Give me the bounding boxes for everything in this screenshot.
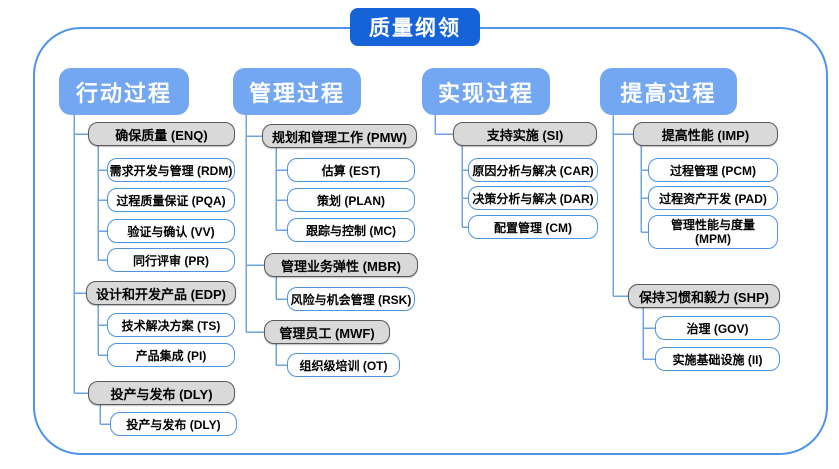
- leaf-box-pi: 产品集成 (PI): [107, 343, 235, 367]
- group-box-si: 支持实施 (SI): [453, 122, 597, 146]
- leaf-box-mc: 跟踪与控制 (MC): [287, 218, 415, 242]
- leaf-box-plan: 策划 (PLAN): [287, 188, 415, 212]
- column-header-realization-process: 实现过程: [422, 68, 550, 115]
- leaf-box-gov: 治理 (GOV): [655, 316, 780, 340]
- leaf-box-car: 原因分析与解决 (CAR): [468, 158, 598, 182]
- leaf-box-pad: 过程资产开发 (PAD): [648, 186, 778, 210]
- diagram-title: 质量纲领: [350, 8, 480, 46]
- group-box-shp: 保持习惯和毅力 (SHP): [628, 284, 780, 308]
- leaf-box-est: 估算 (EST): [287, 158, 415, 182]
- group-box-mwf: 管理员工 (MWF): [264, 320, 390, 344]
- leaf-box-dar: 决策分析与解决 (DAR): [468, 186, 598, 210]
- leaf-box-mpm: 管理性能与度量 (MPM): [648, 215, 778, 249]
- leaf-box-pr: 同行评审 (PR): [107, 248, 235, 272]
- leaf-box-vv: 验证与确认 (VV): [107, 219, 235, 243]
- column-header-management-process: 管理过程: [233, 68, 361, 115]
- leaf-box-rdm: 需求开发与管理 (RDM): [107, 158, 235, 182]
- group-box-edp: 设计和开发产品 (EDP): [86, 281, 236, 305]
- leaf-box-dly: 投产与发布 (DLY): [110, 412, 237, 436]
- group-box-mbr: 管理业务弹性 (MBR): [264, 253, 418, 277]
- leaf-box-cm: 配置管理 (CM): [468, 215, 598, 239]
- group-box-dly: 投产与发布 (DLY): [88, 381, 235, 405]
- column-header-improvement-process: 提高过程: [600, 68, 737, 115]
- leaf-box-pqa: 过程质量保证 (PQA): [107, 188, 235, 212]
- leaf-box-ts: 技术解决方案 (TS): [107, 313, 235, 337]
- leaf-box-rsk: 风险与机会管理 (RSK): [287, 287, 415, 311]
- group-box-enq: 确保质量 (ENQ): [88, 122, 235, 146]
- leaf-box-pcm: 过程管理 (PCM): [648, 158, 778, 182]
- group-box-imp: 提高性能 (IMP): [633, 122, 778, 146]
- group-box-pmw: 规划和管理工作 (PMW): [262, 124, 417, 148]
- column-header-action-process: 行动过程: [59, 68, 189, 115]
- leaf-box-ot: 组织级培训 (OT): [287, 353, 400, 377]
- leaf-box-ii: 实施基础设施 (II): [655, 347, 780, 371]
